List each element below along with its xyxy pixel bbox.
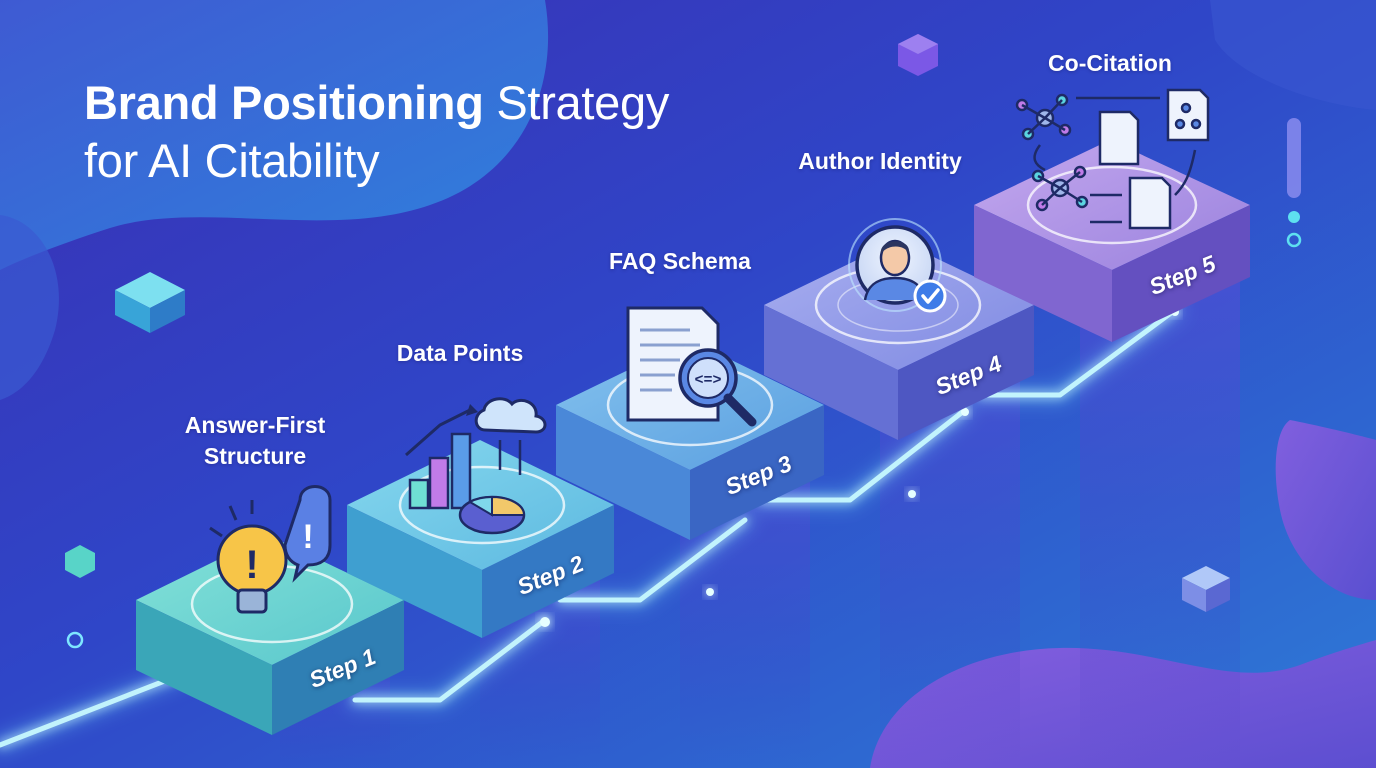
citation-network-icon <box>1015 88 1210 230</box>
svg-text:<=>: <=> <box>694 372 721 389</box>
glowing-path <box>0 302 1183 753</box>
decorative-blob-left <box>0 215 59 400</box>
verified-author-icon <box>848 218 947 313</box>
svg-text:!: ! <box>302 518 313 556</box>
decorative-blob-right <box>1275 420 1376 600</box>
step-3-title: FAQ Schema <box>609 248 751 274</box>
title-highlight: Brand Positioning <box>84 76 484 129</box>
step-1-platform <box>136 535 404 735</box>
floating-cube-left <box>115 272 185 333</box>
step-4-platform <box>764 240 1034 440</box>
decorative-ring <box>1286 232 1302 248</box>
svg-text:!: ! <box>245 543 258 587</box>
page-title: Brand Positioning Strategy for AI Citabi… <box>84 74 669 190</box>
decorative-bar <box>1287 118 1301 198</box>
floating-cube-right <box>1182 566 1230 612</box>
lightbulb-speech-bubble-icon: ! ! <box>209 485 332 614</box>
title-line1-rest: Strategy <box>483 76 670 129</box>
floating-cube-top <box>898 34 938 76</box>
step-5-title: Co-Citation <box>1048 50 1172 76</box>
title-line2: for AI Citability <box>84 134 380 187</box>
decorative-blob-top-left <box>0 0 549 270</box>
decorative-dot <box>1288 211 1300 223</box>
step-1-title-line2: Structure <box>203 443 307 469</box>
document-magnifier-icon: <=> <box>626 306 757 427</box>
step-2-title: Data Points <box>396 340 524 366</box>
decorative-blob-top-right <box>1210 0 1376 110</box>
floating-hexagon <box>65 545 95 578</box>
bar-chart-cloud-icon <box>405 397 547 535</box>
decorative-ring <box>66 631 84 649</box>
step-1-title-line1: Answer-First <box>184 412 326 438</box>
step-1-title: Answer-First Structure <box>150 410 360 472</box>
step-4-title: Author Identity <box>798 148 962 174</box>
